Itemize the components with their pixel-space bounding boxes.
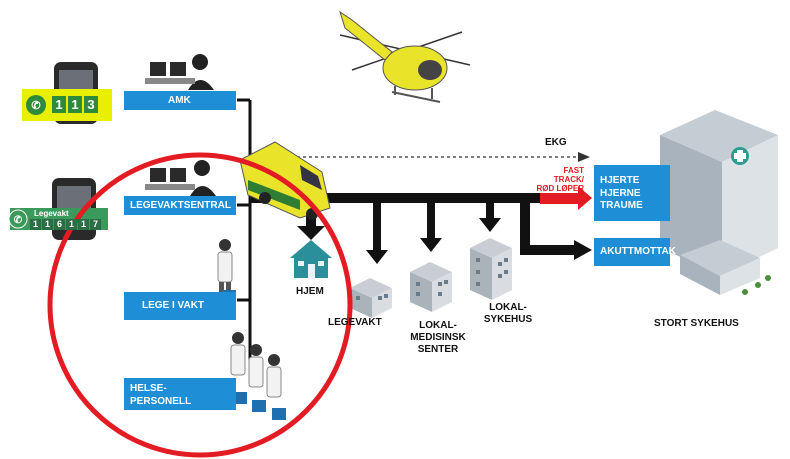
helsepersonell-label-line1: HELSE- xyxy=(130,383,167,394)
operator-amk-icon xyxy=(145,54,214,90)
emergency-code: 1 1 3 xyxy=(52,96,98,113)
lokalsykehus-building-icon xyxy=(470,238,512,300)
legevakt-code: 1 1 6 1 1 7 xyxy=(30,219,101,230)
code-digit: 1 xyxy=(68,96,82,113)
highlight-circle xyxy=(47,152,353,458)
code-digit: 6 xyxy=(54,219,65,230)
lokalmedisinsk-building-icon xyxy=(410,262,452,312)
lege-i-vakt-label: LEGE I VAKT xyxy=(142,300,205,311)
akuttmottak-label: AKUTTMOTTAK xyxy=(600,246,676,257)
fast-track-label: FAST TRACK/ RØD LØPER xyxy=(534,166,584,194)
operator-legevaktsentral-icon xyxy=(145,160,216,196)
code-digit: 1 xyxy=(66,219,77,230)
lokalmedisinsk-text-line1: LOKAL- xyxy=(419,320,457,331)
traume-label: TRAUME xyxy=(600,200,643,211)
hjem-label: HJEM xyxy=(296,286,324,297)
lokalmedisinsk-text-line3: SENTER xyxy=(417,344,459,355)
akuttmottak-box: AKUTTMOTTAK xyxy=(594,238,676,266)
fast-track-line1: FAST TRACK/ xyxy=(553,166,584,185)
fast-track-line2: RØD LØPER xyxy=(536,184,584,194)
lokalsykehus-text-line1: LOKAL- xyxy=(489,302,527,313)
legevakt-building-icon xyxy=(350,278,392,318)
legevaktsentral-box: LEGEVAKTSENTRAL xyxy=(124,196,236,215)
helsepersonell-label-line2: PERSONELL xyxy=(130,395,192,407)
code-digit: 3 xyxy=(84,96,98,113)
code-digit: 7 xyxy=(90,219,101,230)
code-digit: 1 xyxy=(78,219,89,230)
amk-label: AMK xyxy=(168,95,191,106)
legevakt-label: LEGEVAKT xyxy=(328,317,382,328)
amk-box: AMK xyxy=(124,91,236,110)
code-digit: 1 xyxy=(30,219,41,230)
lokalmedisinsk-senter-label: LOKAL- MEDISINSK SENTER xyxy=(408,320,468,356)
lege-i-vakt-box: LEGE I VAKT xyxy=(124,292,236,320)
lokalsykehus-label: LOKAL- SYKEHUS xyxy=(478,302,538,326)
code-digit: 1 xyxy=(52,96,66,113)
house-icon xyxy=(290,240,332,278)
helsepersonell-box: HELSE- PERSONELL xyxy=(124,378,236,410)
ekg-label: EKG xyxy=(545,137,567,148)
svg-text:✆: ✆ xyxy=(14,215,23,226)
fast-track-arrow xyxy=(540,186,592,210)
akuttmottak-arrow xyxy=(520,198,592,260)
legevakt-sign-text: Legevakt xyxy=(34,209,69,218)
lokalsykehus-text-line2: SYKEHUS xyxy=(483,314,533,325)
legevaktsentral-label: LEGEVAKTSENTRAL xyxy=(130,200,231,211)
health-personnel-icon xyxy=(230,332,286,420)
code-digit: 1 xyxy=(42,219,53,230)
hjerne-label: HJERNE xyxy=(600,187,641,199)
stort-sykehus-label: STORT SYKEHUS xyxy=(654,318,739,329)
hjerte-hjerne-traume-box: HJERTE HJERNE TRAUME xyxy=(594,165,670,221)
svg-text:✆: ✆ xyxy=(31,100,40,112)
hospital-building-icon xyxy=(660,110,778,295)
lokalmedisinsk-text-line2: MEDISINSK xyxy=(410,332,466,343)
hjerte-label: HJERTE xyxy=(600,175,640,186)
helicopter-icon xyxy=(339,10,471,103)
ekg-arrow xyxy=(285,152,590,162)
